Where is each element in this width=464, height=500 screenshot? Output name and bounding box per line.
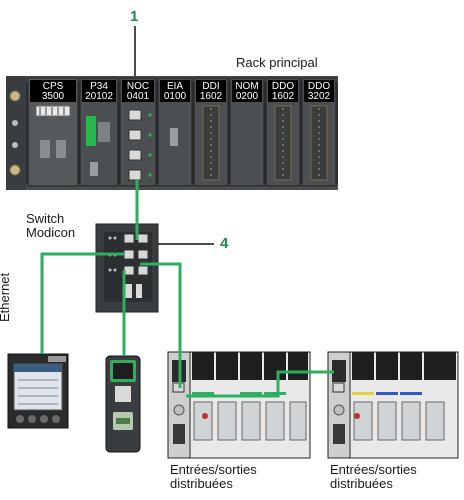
- module-label-line1: DDO: [272, 81, 294, 92]
- module-label-line2: 20102: [85, 91, 113, 102]
- module-ddo-1602: [265, 77, 301, 187]
- module-label-line1: DDO: [308, 81, 330, 92]
- module-label-line1: CPS: [43, 81, 64, 92]
- module-ddi: [193, 77, 229, 187]
- module-noc: [119, 77, 157, 187]
- module-label-line2: 0401: [127, 91, 150, 102]
- module-label-line1: NOM: [235, 81, 258, 92]
- module-label-line2: 0100: [164, 91, 187, 102]
- module-label-line2: 3500: [42, 91, 65, 102]
- ethernet-label: Ethernet: [0, 272, 12, 322]
- module-label-line1: DDI: [202, 81, 219, 92]
- module-label-line2: 3202: [308, 91, 331, 102]
- module-label-line1: EIA: [167, 81, 183, 92]
- module-label-line2: 0200: [236, 91, 259, 102]
- cable-switch-to-dio-left: [140, 262, 182, 388]
- dio-right-label-line2: distribuées: [330, 476, 393, 491]
- cable-switch-to-meter: [40, 252, 124, 354]
- modicon-switch: [95, 223, 159, 313]
- ethernet-cables: [40, 180, 334, 398]
- distributed-io-left: [167, 351, 311, 459]
- callout-number-4: 4: [220, 235, 229, 252]
- distributed-io-right: [327, 351, 459, 459]
- handheld-device: [105, 355, 141, 453]
- module-label-line1: NOC: [127, 81, 149, 92]
- switch-label-line2: Modicon: [26, 225, 76, 240]
- dio-left-label-line2: distribuées: [170, 476, 233, 491]
- rack-title: Rack principal: [236, 55, 318, 70]
- callout-number-1: 1: [130, 8, 139, 25]
- module-nom: [229, 77, 265, 187]
- module-ddo-3202: [301, 77, 337, 187]
- module-label-line2: 1602: [200, 91, 223, 102]
- dio-right-label-line1: Entrées/sorties: [330, 462, 417, 477]
- module-label-line2: 1602: [272, 91, 295, 102]
- module-eia: [157, 77, 193, 187]
- module-cps: [27, 77, 79, 187]
- cable-dio-left-to-dio-right: [186, 370, 334, 398]
- power-meter-device: [7, 353, 69, 429]
- module-label-line1: P34: [90, 81, 108, 92]
- module-p34: [79, 77, 119, 187]
- dio-left-label-line1: Entrées/sorties: [170, 462, 257, 477]
- switch-label-line1: Switch: [26, 211, 65, 226]
